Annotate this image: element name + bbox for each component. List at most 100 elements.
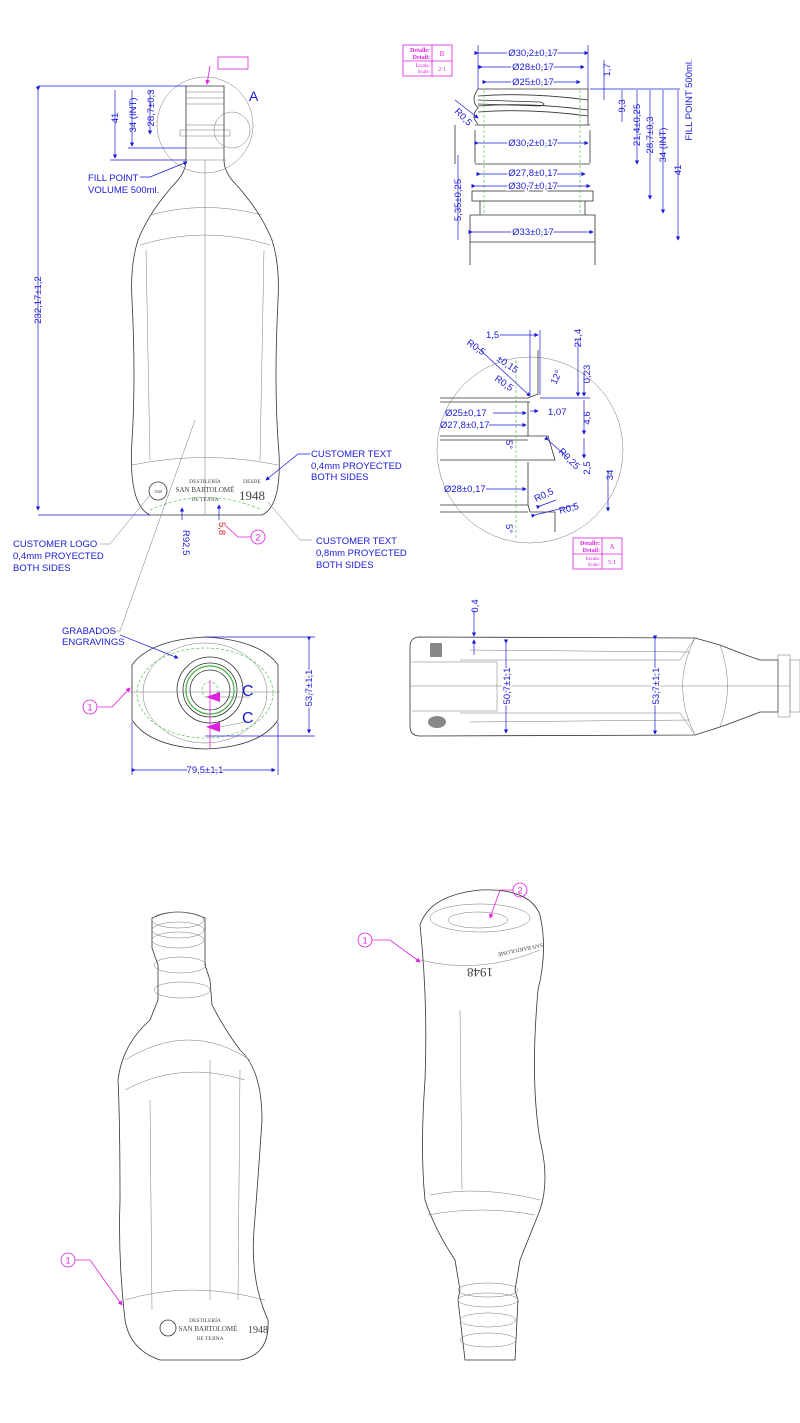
logo-year: 1948 — [239, 488, 265, 503]
iso-right-details — [419, 903, 541, 1348]
detail-a-h21-4: 21,4 — [573, 329, 584, 348]
customer-text-04-line2: 0,4mm PROYECTED — [311, 461, 402, 472]
section-marker-c1: C — [242, 683, 254, 700]
detail-a-angle5-a: 5° — [503, 440, 514, 449]
detail-label: Detalle: — [580, 541, 600, 547]
customer-logo-line2: 0,4mm PROYECTED — [13, 551, 104, 562]
detail-b-d25: Ø25±0,17 — [512, 77, 554, 88]
logo-line3: DE TEJINA — [191, 497, 218, 503]
logo-line1: DESTILERÍA — [189, 477, 221, 485]
neck-height-34-dim: 34 (INT) — [128, 98, 139, 133]
balloon-1-top-label: 1 — [87, 703, 92, 713]
customer-logo-line1: CUSTOMER LOGO — [13, 539, 97, 550]
iso-logo-line3: DE TEJINA — [196, 1336, 223, 1342]
detail-label-en: Detail: — [583, 548, 600, 554]
front-view: 1948 DESTILERÍA SAN BARTOLOMÉ DE TEJINA … — [13, 56, 407, 574]
detail-a-h2-5: 2,5 — [582, 461, 593, 474]
radius-r92-dim: R92,5 — [180, 530, 191, 555]
detail-b: Detalle: Detail: B Escala: Scale: 2:1 — [402, 44, 695, 265]
detail-a-h4-6: 4,6 — [582, 411, 593, 424]
detail-a-d28: Ø28±0,17 — [444, 484, 486, 495]
side-logo-engraving — [428, 716, 446, 728]
bottle-outline-front — [131, 85, 280, 516]
detail-a-r05-b: R0,5 — [492, 373, 515, 394]
detail-a-r025: R0,25 — [556, 446, 582, 472]
detail-b-dimensions — [454, 45, 681, 241]
fill-point-label: FILL POINT — [88, 173, 139, 184]
customer-text-04-line3: BOTH SIDES — [311, 472, 369, 483]
balloon-1-top — [82, 699, 98, 715]
side-view-outline — [409, 636, 779, 737]
overall-height-dim: 232,17±1,2 — [33, 276, 44, 323]
mini-detail-tag — [205, 56, 249, 85]
detail-b-h21-4: 21,4±0,25 — [632, 104, 643, 146]
detail-a-angle12: 12° — [549, 368, 565, 386]
side-inner-depth-dim: 50,7±1,1 — [502, 668, 513, 705]
logo-line2: SAN BARTOLOMÉ — [176, 486, 235, 494]
engravings-label-es: GRABADOS — [62, 626, 116, 637]
scale-label: Escala: — [416, 64, 430, 69]
side-offset-dim: 0,4 — [470, 599, 481, 612]
detail-b-h5-35: 5,35±0,25 — [453, 179, 464, 221]
detail-b-h34: 34 (INT) — [658, 128, 669, 163]
iso-right-logo-year: 1948 — [467, 965, 493, 980]
engravings-label-en: ENGRAVINGS — [62, 637, 125, 648]
iso-left-logo: DESTILERÍA SAN BARTOLOMÉ DE TEJINA 1948 — [159, 1316, 268, 1342]
detail-b-d30-7: Ø30,7±0,17 — [508, 181, 558, 192]
detail-label-en: Detail: — [413, 55, 430, 61]
detail-a-w1-07: 1,07 — [548, 407, 567, 418]
detail-b-h41: 41 — [673, 165, 684, 176]
front-logo-engraving: 1948 DESTILERÍA SAN BARTOLOMÉ DE TEJINA … — [148, 477, 265, 503]
detail-b-h1-7: 1,7 — [602, 63, 613, 76]
balloon-1-iso-left-label: 1 — [65, 1256, 70, 1266]
side-outer-depth-dim: 53,7±1,1 — [651, 668, 662, 705]
iso-left-details — [124, 911, 266, 1311]
neck-height-28-dim: 28,7±0,3 — [146, 90, 157, 127]
detail-b-title-box: Detalle: Detail: B Escala: Scale: 2:1 — [402, 44, 453, 77]
detail-a-h34: 34 — [605, 470, 616, 481]
iso-left-outline — [117, 911, 269, 1361]
detail-a-h0-23: 0,23 — [582, 365, 593, 384]
iso-right-outline — [419, 889, 546, 1361]
customer-text-04-line1: CUSTOMER TEXT — [311, 449, 392, 460]
customer-logo-line3: BOTH SIDES — [13, 563, 71, 574]
iso-view-left: DESTILERÍA SAN BARTOLOMÉ DE TEJINA 1948 … — [60, 911, 269, 1361]
engraving-arc — [149, 497, 263, 511]
detail-a: 1,5 R0,5 ±0,15 R0,5 12° 1,07 Ø25±0,17 Ø2… — [436, 329, 624, 570]
customer-text-08-line2: 0,8mm PROYECTED — [316, 548, 407, 559]
balloon-2-front — [250, 529, 266, 545]
detail-a-w1-5: 1,5 — [486, 330, 499, 341]
detail-a-r05-a: R0,5 — [464, 337, 487, 358]
top-view-depth-dim: 53,7±1,1 — [304, 670, 315, 707]
fill-point-volume-label: VOLUME 500ml. — [88, 185, 159, 196]
detail-a-r05-c: R0,5 — [533, 486, 556, 504]
thread-profile-detail-a — [440, 350, 556, 532]
scale-value: 5:1 — [608, 560, 616, 566]
scale-label-en: Scale: — [418, 70, 430, 75]
detail-b-h28-7: 28,7±0,3 — [645, 117, 656, 154]
balloon-1-iso-right — [357, 932, 373, 948]
top-view-width-dim: 79,5±1,1 — [187, 765, 224, 776]
detail-value: A — [609, 543, 614, 551]
iso-logo-line1: DESTILERÍA — [189, 1316, 221, 1324]
detail-b-d27-8: Ø27,8±0,17 — [508, 168, 558, 179]
detail-a-callout-circle — [156, 76, 254, 174]
balloon-2-front-label: 2 — [255, 533, 260, 543]
detail-label: Detalle: — [410, 48, 430, 54]
side-view-details — [410, 637, 800, 736]
detail-b-fill-point: FILL POINT 500ml. — [684, 59, 695, 140]
scale-value: 2:1 — [438, 67, 446, 73]
detail-a-title-box: Detalle: Detail: A Escala: Scale: 5:1 — [572, 537, 623, 570]
iso-right-logo-line2: SAN BARTOLOMÉ — [496, 941, 543, 959]
iso-logo-line2: SAN BARTOLOMÉ — [179, 1325, 238, 1333]
detail-b-d33: Ø33±0,17 — [512, 227, 554, 238]
detail-a-r05-d: R0,5 — [558, 501, 580, 517]
front-dimensions — [35, 85, 186, 516]
detail-b-d30-mid: Ø30,2±0,17 — [508, 138, 558, 149]
customer-text-08-line1: CUSTOMER TEXT — [316, 536, 397, 547]
iso-logo-year: 1948 — [248, 1325, 268, 1336]
detail-a-d25: Ø25±0,17 — [445, 408, 487, 419]
detail-b-d28: Ø28±0,17 — [512, 62, 554, 73]
section-marker-c2: C — [242, 710, 254, 727]
